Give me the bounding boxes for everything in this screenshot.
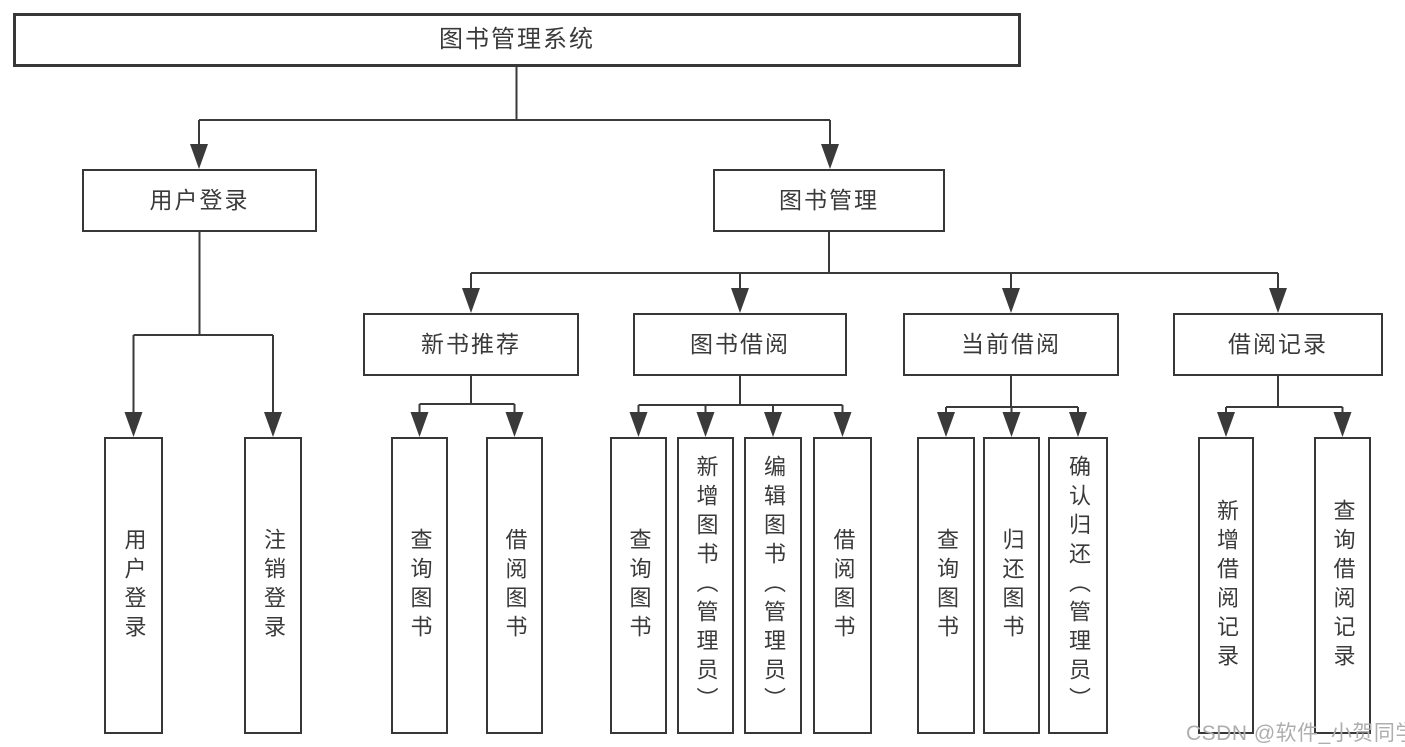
- leaf-label: 借阅图书: [830, 527, 856, 644]
- arrow-down-icon: [1333, 412, 1352, 437]
- leaf-label: 用户登录: [121, 527, 147, 644]
- leaf-label: 借阅图书: [502, 527, 528, 644]
- arrow-down-icon: [1269, 288, 1287, 313]
- arrow-down-icon: [264, 412, 282, 437]
- arrow-down-icon: [764, 412, 782, 437]
- node-label: 借阅记录: [1228, 331, 1328, 357]
- connector-book-mgmt-to-level3: [470, 232, 1279, 310]
- arrow-down-icon: [1002, 412, 1021, 437]
- arrow-down-icon: [731, 288, 749, 313]
- node-label: 新书推荐: [421, 331, 521, 357]
- leaf-logout: 注销登录: [244, 437, 302, 734]
- arrow-down-icon: [462, 288, 480, 313]
- arrow-down-icon: [124, 412, 143, 437]
- leaf-label: 注销登录: [261, 527, 286, 644]
- leaf-query-books-borrowing: 查询图书: [610, 437, 667, 734]
- leaf-borrow-books-recommend: 借阅图书: [486, 437, 543, 734]
- leaf-label: 新增借阅记录: [1214, 498, 1239, 673]
- leaf-query-books-recommend: 查询图书: [391, 437, 448, 734]
- leaf-return-book: 归还图书: [983, 437, 1040, 734]
- node-label: 图书管理系统: [439, 26, 595, 53]
- node-label: 当前借阅: [961, 331, 1061, 357]
- node-label: 图书管理: [779, 187, 879, 213]
- leaf-label: 查询借阅记录: [1330, 498, 1356, 673]
- leaf-add-borrow-record: 新增借阅记录: [1198, 437, 1254, 734]
- leaf-label: 编辑图书（管理员）: [761, 455, 786, 716]
- leaf-borrow-books-borrowing: 借阅图书: [813, 437, 872, 734]
- connector-lines: [132, 67, 1344, 434]
- node-book-management: 图书管理: [713, 169, 945, 232]
- arrow-down-icon: [410, 412, 429, 437]
- leaf-confirm-return-admin: 确认归还（管理员）: [1048, 437, 1108, 734]
- leaf-label: 归还图书: [999, 527, 1025, 644]
- leaf-query-books-current: 查询图书: [917, 437, 975, 734]
- node-label: 用户登录: [149, 187, 250, 213]
- leaf-user-login: 用户登录: [104, 437, 163, 734]
- node-current-borrowing: 当前借阅: [903, 313, 1119, 376]
- arrow-down-icon: [821, 144, 839, 169]
- leaf-query-borrow-record: 查询借阅记录: [1314, 437, 1371, 734]
- arrow-down-icon: [937, 412, 955, 437]
- connector-user-login-children: [132, 232, 274, 434]
- connector-book-borrow-children: [637, 376, 844, 434]
- arrow-down-icon: [696, 412, 715, 437]
- arrow-down-icon: [1002, 288, 1020, 313]
- arrow-down-icon: [1217, 412, 1235, 437]
- leaf-label: 查询图书: [407, 527, 433, 644]
- node-library-management-system: 图书管理系统: [13, 13, 1021, 67]
- leaf-label: 新增图书（管理员）: [693, 455, 719, 716]
- leaf-add-book-admin: 新增图书（管理员）: [677, 437, 734, 734]
- connector-root-to-level2: [198, 67, 831, 166]
- arrow-down-icon: [833, 412, 852, 437]
- leaf-edit-book-admin: 编辑图书（管理员）: [744, 437, 802, 734]
- arrow-down-icon: [629, 412, 648, 437]
- node-label: 图书借阅: [690, 331, 790, 357]
- arrow-down-icon: [190, 144, 208, 169]
- arrow-down-icon: [1069, 412, 1087, 437]
- leaf-label: 确认归还（管理员）: [1066, 455, 1091, 716]
- watermark: CSDN @软件_小贺同学: [1186, 722, 1405, 745]
- leaf-label: 查询图书: [934, 527, 959, 644]
- arrow-down-icon: [505, 412, 524, 437]
- node-user-login: 用户登录: [82, 169, 317, 232]
- arrowheads: [124, 144, 1352, 437]
- node-borrowing-records: 借阅记录: [1173, 313, 1383, 376]
- node-new-book-recommendation: 新书推荐: [363, 313, 579, 376]
- node-book-borrowing: 图书借阅: [633, 313, 847, 376]
- connector-borrow-record-children: [1225, 375, 1344, 434]
- connector-new-book-children: [418, 376, 516, 434]
- leaf-label: 查询图书: [626, 527, 652, 644]
